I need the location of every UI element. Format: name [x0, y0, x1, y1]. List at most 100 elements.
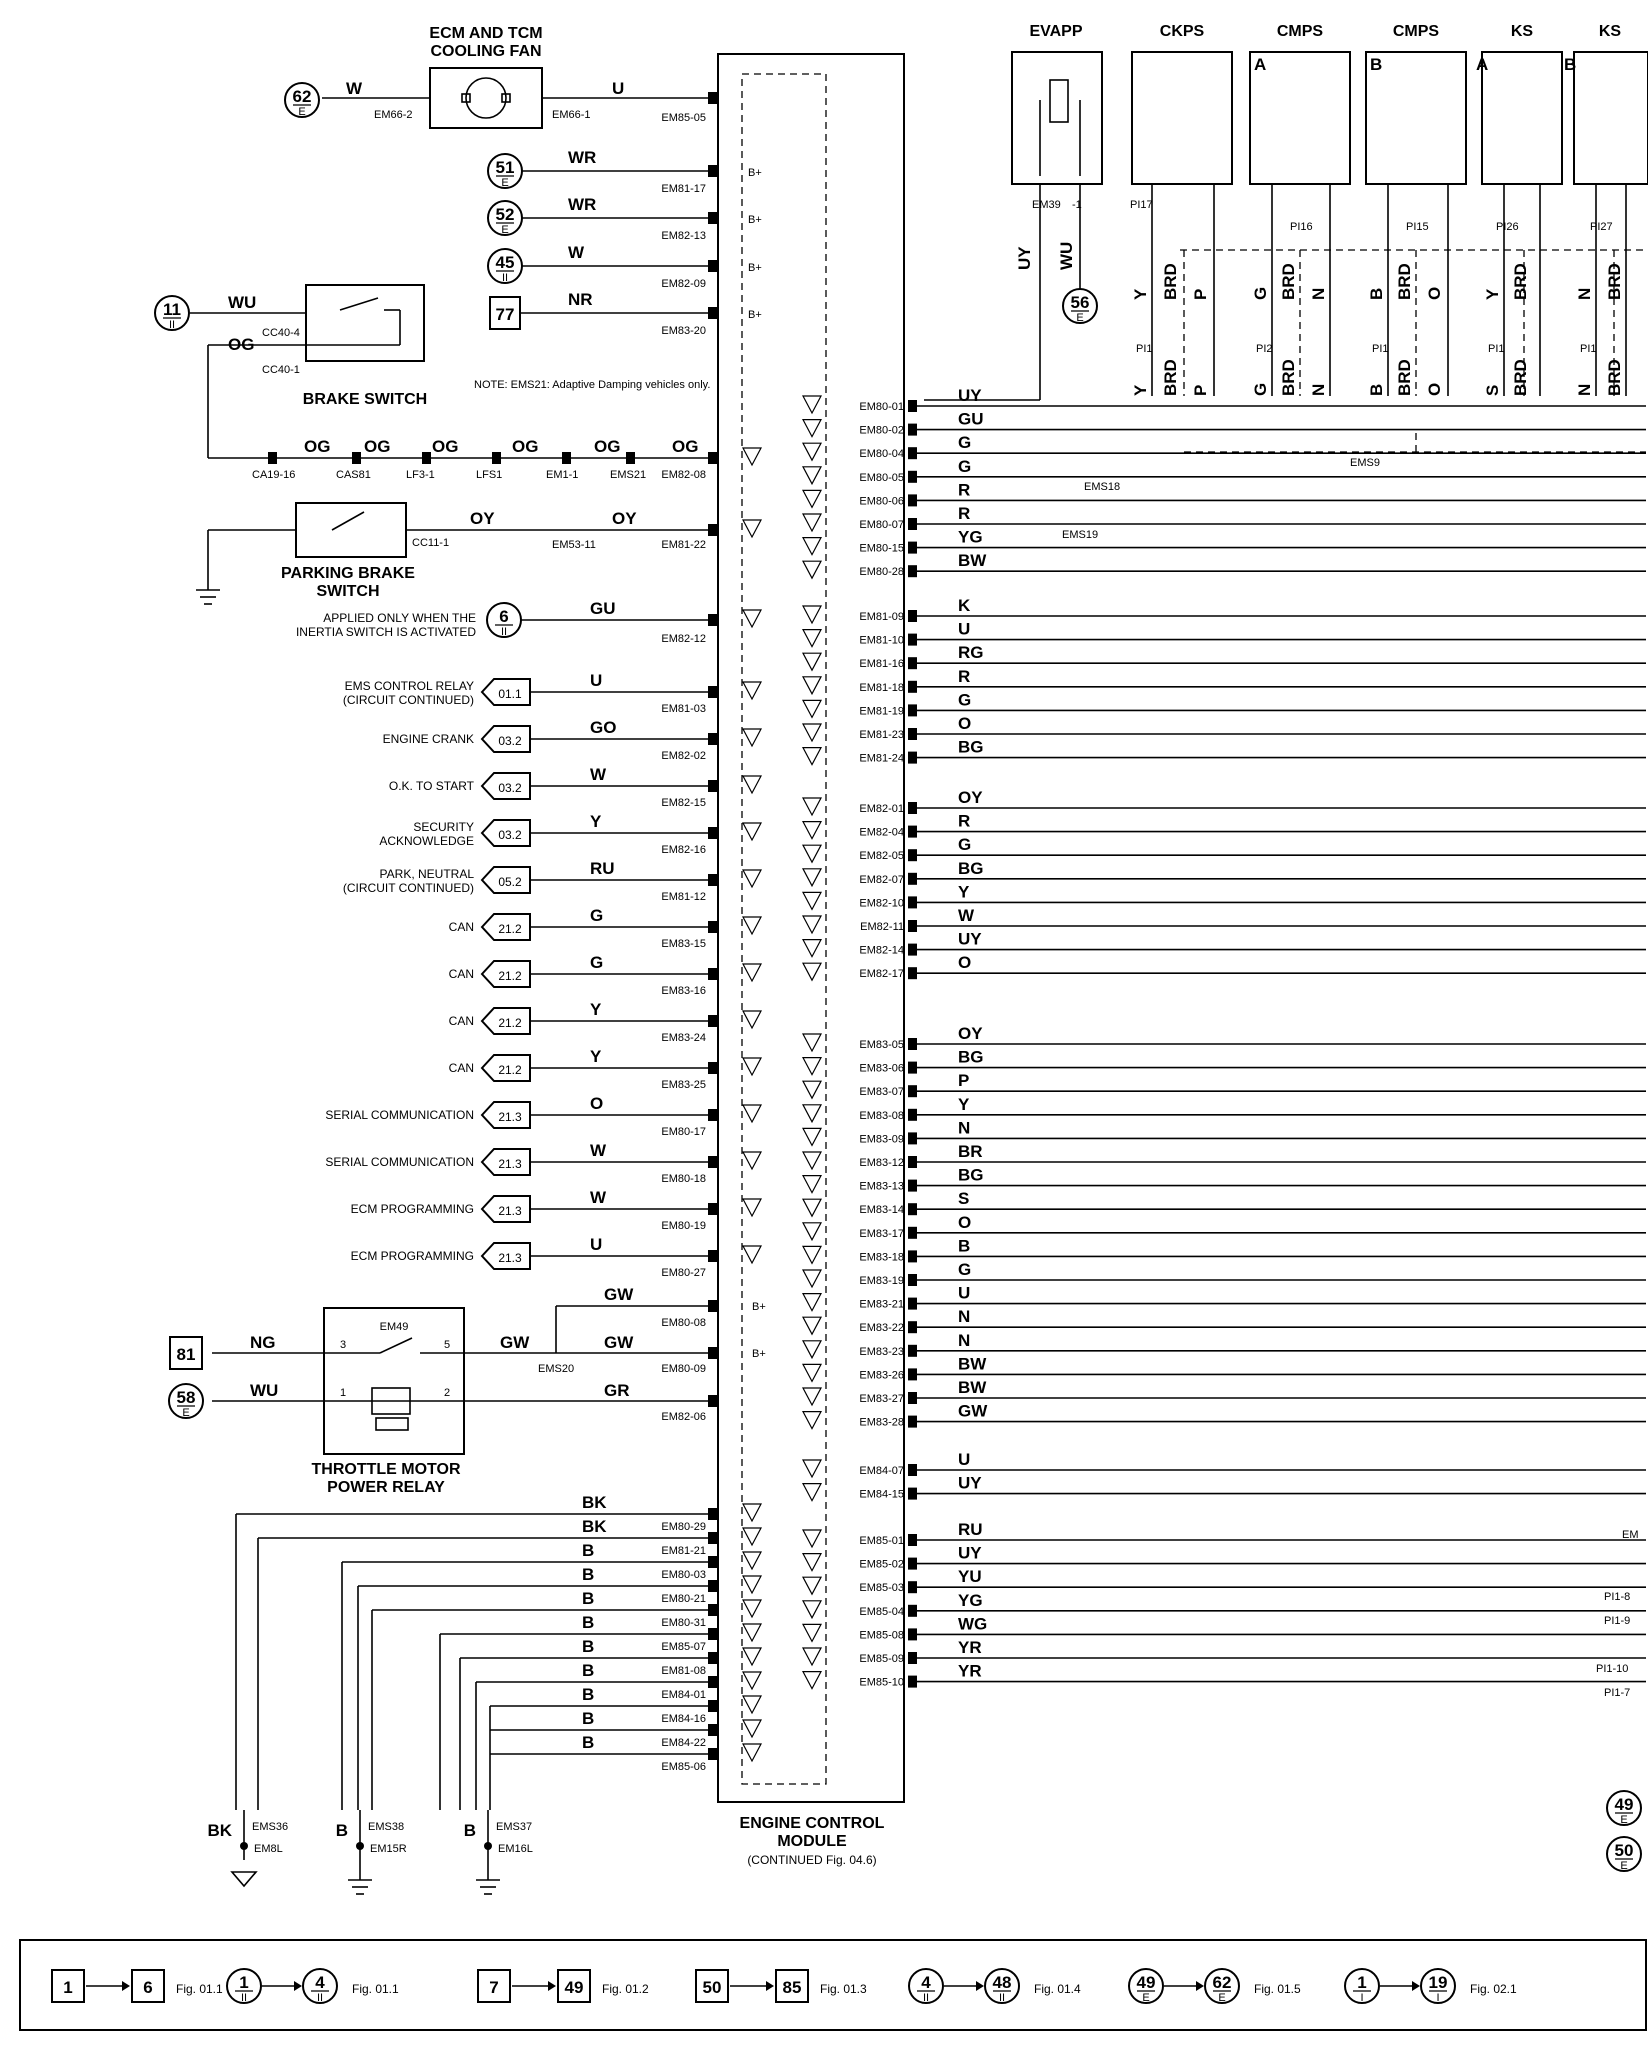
- ground-wire-label: BK: [207, 1821, 232, 1840]
- wire-w: W: [958, 906, 975, 925]
- connector-plug: [908, 657, 917, 670]
- wire-y: Y: [590, 1000, 602, 1019]
- evapp-box: [1011, 51, 1103, 185]
- relay-id: EM49: [380, 1321, 409, 1333]
- pin-em85-02: EM85-02: [859, 1559, 904, 1571]
- legend-circ-a-number: 4: [921, 1973, 931, 1992]
- ref-49: [1606, 1790, 1642, 1826]
- wire-g: G: [1251, 383, 1270, 396]
- pin-symbol: [742, 609, 762, 629]
- connector-plug: [908, 1061, 917, 1074]
- connector-plug: [908, 1226, 917, 1239]
- pin-em82-04: EM82-04: [859, 827, 904, 839]
- pin-symbol: [742, 1743, 762, 1763]
- ground-splice: EMS37: [496, 1821, 532, 1833]
- pin-label: EM80-31: [661, 1617, 706, 1629]
- ecm-title1: ENGINE CONTROL: [740, 1815, 885, 1832]
- pin-label: EM83-20: [661, 325, 706, 337]
- wire-uy: UY: [958, 1474, 982, 1493]
- pin-label: EM81-21: [661, 1545, 706, 1557]
- wire-brd: BRD: [1605, 263, 1624, 300]
- pin-em85-04: EM85-04: [859, 1606, 904, 1618]
- pin-symbol: [802, 536, 822, 556]
- pin-label: EM84-22: [661, 1737, 706, 1749]
- wire-u: U: [958, 1450, 970, 1469]
- signal-label2: (CIRCUIT CONTINUED): [343, 693, 474, 707]
- ref-77-number: 77: [496, 305, 515, 324]
- connector-plug: [908, 1179, 917, 1192]
- wire-wu: WU: [1057, 242, 1076, 270]
- conn-cc11-1: CC11-1: [412, 537, 449, 549]
- connector-plug: [908, 1297, 917, 1310]
- wire-yg: YG: [958, 1591, 983, 1610]
- pin-em83-13: EM83-13: [859, 1181, 904, 1193]
- legend-box-b: [131, 1969, 165, 2003]
- wire-r: R: [958, 504, 970, 523]
- connector-plug: [708, 1700, 717, 1712]
- ckps-box: [1131, 51, 1233, 185]
- pin-label: EM82-16: [661, 844, 706, 856]
- pin-symbol: [742, 963, 762, 983]
- sensor-name: KS: [1511, 23, 1534, 40]
- connector-plug: [908, 967, 917, 980]
- wire-b: B: [582, 1613, 594, 1632]
- pin-label: EM81-03: [661, 703, 706, 715]
- wire-brd: BRD: [1511, 263, 1530, 300]
- wire-bk: BK: [582, 1493, 607, 1512]
- pin-symbol: [742, 1623, 762, 1643]
- pin-1: 1: [340, 1387, 346, 1399]
- pin-em82-06: EM82-06: [661, 1411, 706, 1423]
- wire-p: P: [1191, 289, 1210, 300]
- wire-oy: OY: [958, 788, 983, 807]
- pin-em83-22: EM83-22: [859, 1322, 904, 1334]
- pin-symbol: [742, 916, 762, 936]
- wire-uy: UY: [958, 930, 982, 949]
- pin-em80-15: EM80-15: [859, 543, 904, 555]
- pin-em83-09: EM83-09: [859, 1133, 904, 1145]
- parking-brake-switch-box: [295, 502, 407, 558]
- wire-w: W: [568, 243, 585, 262]
- wire-brd: BRD: [1161, 263, 1180, 300]
- wire-g: G: [1251, 287, 1270, 300]
- pin-symbol: [742, 775, 762, 795]
- pin-2: 2: [444, 1387, 450, 1399]
- legend-arrowhead: [1196, 1981, 1204, 1991]
- pin-em80-06: EM80-06: [859, 495, 904, 507]
- pin-label: EM80-18: [661, 1173, 706, 1185]
- pin-symbol: [802, 1459, 822, 1479]
- wire-g: G: [958, 433, 971, 452]
- ref-58: [168, 1383, 204, 1419]
- pin-em80-07: EM80-07: [859, 519, 904, 531]
- legend-circ-b: [302, 1968, 338, 2004]
- wire-brd: BRD: [1395, 263, 1414, 300]
- wire-y: Y: [1131, 288, 1150, 300]
- connector-plug: [708, 1062, 717, 1074]
- pin-symbol: [802, 868, 822, 888]
- wire-oy: OY: [470, 509, 495, 528]
- pin-symbol: [802, 1340, 822, 1360]
- legend-fig: Fig. 01.5: [1254, 1982, 1301, 1996]
- pin-symbol: [802, 605, 822, 625]
- pin-symbol: [802, 1056, 822, 1076]
- pin-em81-23: EM81-23: [859, 729, 904, 741]
- sensor-name: KS: [1599, 23, 1622, 40]
- pin-em83-12: EM83-12: [859, 1157, 904, 1169]
- cmps-b-pin: PI15: [1406, 221, 1429, 233]
- connector-plug: [908, 1487, 917, 1500]
- pin-label: EM82-13: [661, 230, 706, 242]
- edge-pi7: PI1-7: [1604, 1687, 1630, 1699]
- pin-symbol: [802, 915, 822, 935]
- legend-box-a: [477, 1969, 511, 2003]
- wire-y: Y: [590, 812, 602, 831]
- wire-b: B: [582, 1637, 594, 1656]
- wire-o: O: [958, 1213, 971, 1232]
- pin-symbol: [802, 699, 822, 719]
- pin-symbol: [742, 1695, 762, 1715]
- wire-brd: BRD: [1511, 359, 1530, 396]
- pin-em80-28: EM80-28: [859, 566, 904, 578]
- connector-plug: [708, 165, 717, 177]
- sensor-name: CMPS: [1277, 23, 1324, 40]
- conn-lfs1: LFS1: [476, 469, 502, 481]
- legend-arrowhead: [1412, 1981, 1420, 1991]
